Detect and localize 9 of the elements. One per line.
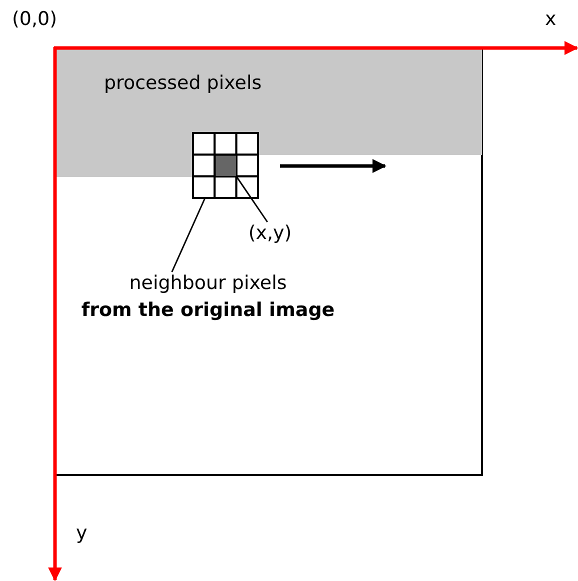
callout-text: neighbour pixels — [129, 272, 287, 294]
axis-label: x — [545, 8, 556, 30]
coordinate-label: (x,y) — [248, 222, 292, 244]
origin-label: (0,0) — [12, 8, 58, 30]
emphasis-text: from the original image — [81, 299, 335, 321]
leader-line — [236, 176, 268, 222]
axis-label: y — [76, 522, 88, 544]
leader-line — [171, 198, 206, 272]
region-label: processed pixels — [104, 72, 262, 94]
